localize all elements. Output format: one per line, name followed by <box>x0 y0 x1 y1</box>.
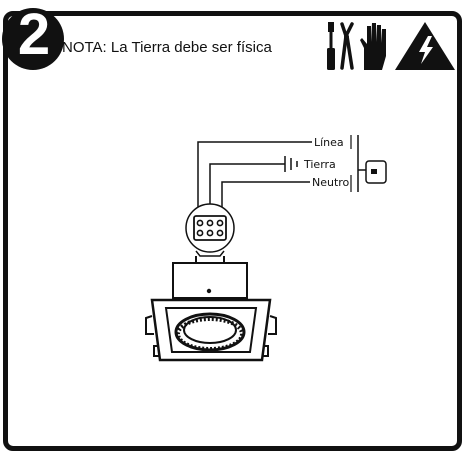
note-text: NOTA: La Tierra debe ser física <box>62 39 272 56</box>
label-tierra: Tierra <box>303 158 336 171</box>
label-linea: Línea <box>314 136 344 149</box>
glove-icon <box>360 23 386 70</box>
step-badge: 2 <box>2 4 64 70</box>
wire-tierra <box>209 163 285 215</box>
wiring-diagram: Línea Tierra Neutro <box>145 135 387 362</box>
screwdriver-icon <box>327 22 335 70</box>
wire-neutro <box>221 181 310 215</box>
ground-symbol <box>284 156 298 172</box>
recessed-downlight <box>145 256 277 362</box>
high-voltage-warning-icon <box>395 22 455 70</box>
label-neutro: Neutro <box>312 176 350 189</box>
instruction-panel: 2 <box>2 4 462 451</box>
terminal-block <box>185 203 235 257</box>
tools-icons <box>327 22 455 70</box>
wires <box>197 135 366 215</box>
wire-linea <box>197 141 312 215</box>
step-number: 2 <box>17 2 50 67</box>
switch-box <box>365 160 387 184</box>
pliers-icon <box>340 22 354 70</box>
